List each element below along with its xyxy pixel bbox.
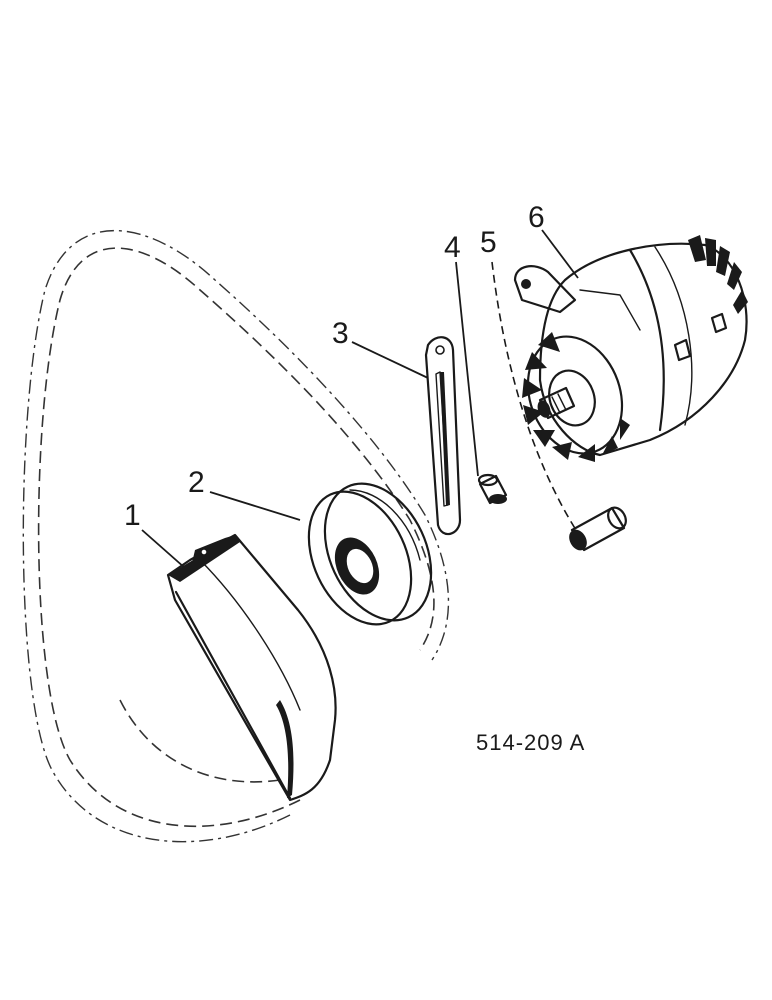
leader-lines xyxy=(141,229,579,569)
alternator-part-6 xyxy=(513,235,748,462)
drawing-code: 514-209 A xyxy=(476,730,585,755)
callout-5: 5 xyxy=(480,226,497,259)
callout-3: 3 xyxy=(332,317,349,350)
bushing-part-5 xyxy=(569,506,627,552)
drive-belt xyxy=(22,229,450,843)
callout-4: 4 xyxy=(444,231,461,264)
spacer-part-4 xyxy=(477,473,508,505)
belt-guard-part-1 xyxy=(166,533,337,802)
callout-2: 2 xyxy=(188,466,205,499)
pulley-part-2 xyxy=(307,482,433,626)
adjusting-strap-part-3 xyxy=(424,336,462,536)
callout-6: 6 xyxy=(528,201,545,234)
callout-1: 1 xyxy=(124,499,141,532)
